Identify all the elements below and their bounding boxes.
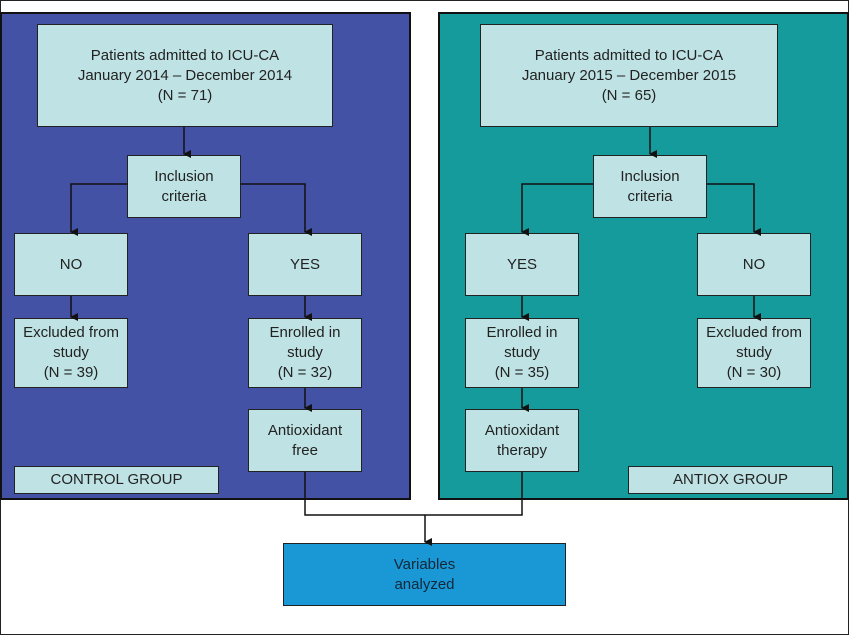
control-yes-box: YES bbox=[248, 233, 362, 296]
control-no-box: NO bbox=[14, 233, 128, 296]
control-group-label: CONTROL GROUP bbox=[14, 466, 219, 494]
control-treatment-box: Antioxidant free bbox=[248, 409, 362, 472]
control-excluded-box: Excluded from study (N = 39) bbox=[14, 318, 128, 388]
variables-analyzed-box: Variables analyzed bbox=[283, 543, 566, 606]
antiox-inclusion-box: Inclusion criteria bbox=[593, 155, 707, 218]
antiox-excluded-box: Excluded from study (N = 30) bbox=[697, 318, 811, 388]
antiox-enrolled-box: Enrolled in study (N = 35) bbox=[465, 318, 579, 388]
control-enrolled-box: Enrolled in study (N = 32) bbox=[248, 318, 362, 388]
antiox-treatment-box: Antioxidant therapy bbox=[465, 409, 579, 472]
antiox-no-box: NO bbox=[697, 233, 811, 296]
control-inclusion-box: Inclusion criteria bbox=[127, 155, 241, 218]
control-admitted-box: Patients admitted to ICU-CA January 2014… bbox=[37, 24, 333, 127]
antiox-yes-box: YES bbox=[465, 233, 579, 296]
antiox-group-label: ANTIOX GROUP bbox=[628, 466, 833, 494]
antiox-admitted-box: Patients admitted to ICU-CA January 2015… bbox=[480, 24, 778, 127]
